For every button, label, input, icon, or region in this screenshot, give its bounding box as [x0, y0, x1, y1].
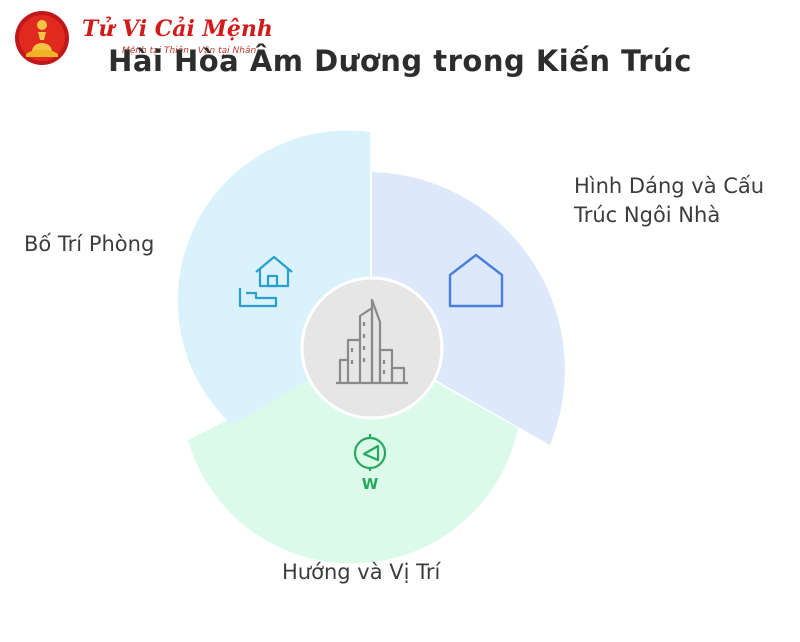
room-layout-icon [238, 255, 293, 308]
compass-letter-w: W [362, 475, 379, 493]
label-direction-location: Hướng và Vị Trí [282, 560, 441, 584]
brand-logo: Tử Vi Cải Mệnh Mệnh tại Thiên - Vận tại … [8, 6, 273, 68]
compass-icon [353, 434, 387, 471]
house-outline-icon [448, 253, 504, 308]
segment-direction-location [188, 380, 518, 564]
brand-slogan: Mệnh tại Thiên - Vận tại Nhân [122, 46, 257, 56]
segment-shape-structure [372, 172, 565, 445]
brand-title: Tử Vi Cải Mệnh [82, 16, 273, 42]
segment-room-layout [177, 130, 370, 425]
skyscraper-buildings-icon [336, 298, 408, 385]
label-shape-structure: Hình Dáng và Cấu Trúc Ngôi Nhà [574, 174, 765, 227]
page-title: Hài Hòa Âm Dương trong Kiến Trúc [108, 44, 692, 78]
buddha-logo-icon [15, 11, 69, 65]
label-room-layout: Bố Trí Phòng [24, 232, 155, 256]
